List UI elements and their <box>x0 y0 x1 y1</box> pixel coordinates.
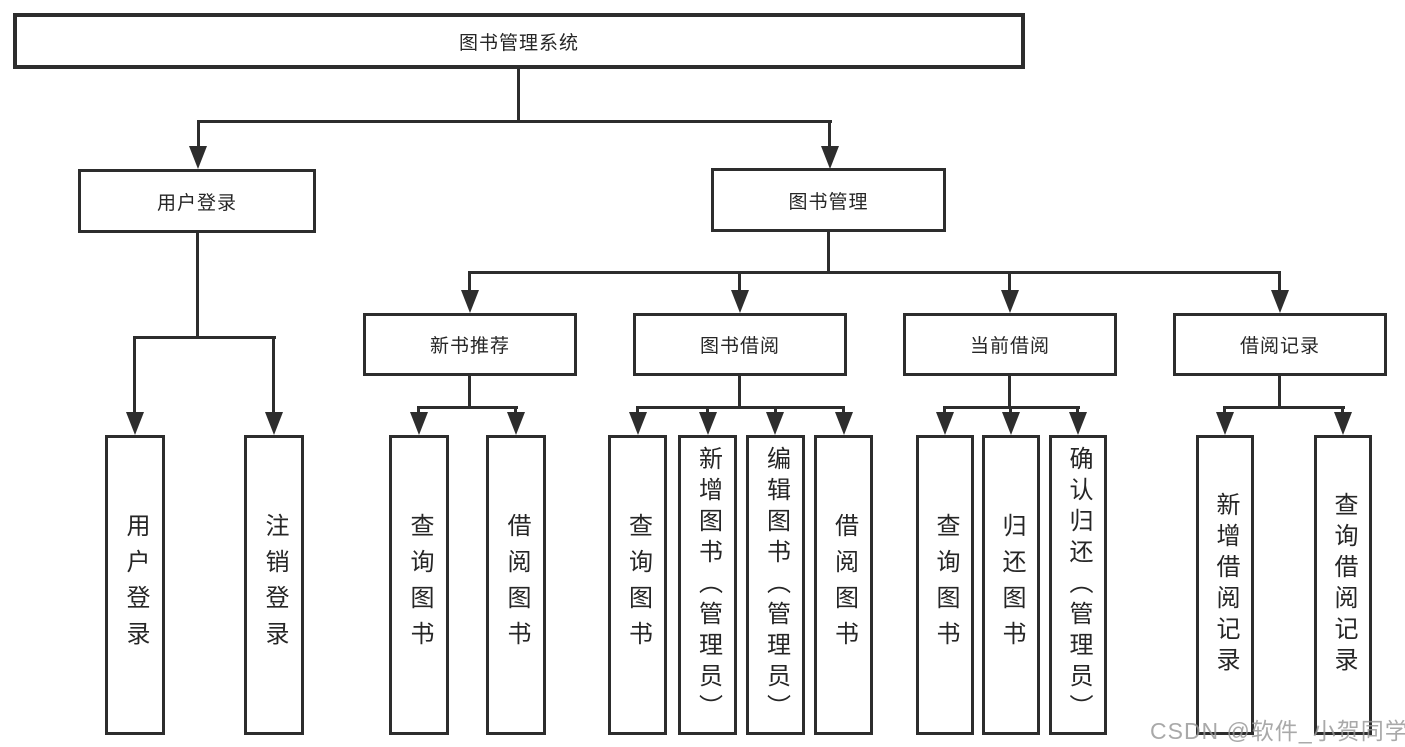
arrow-down-icon <box>766 412 784 435</box>
leaf-add-borrow-record: 新增借阅记录 <box>1196 435 1254 735</box>
arrow-down-icon <box>835 412 853 435</box>
connector-line <box>468 271 471 297</box>
leaf-query-books-borrowing: 查询图书 <box>608 435 667 735</box>
node-label: 图书借阅 <box>699 336 780 357</box>
leaf-add-books-admin: 新增图书（管理员） <box>678 435 737 735</box>
node-label: 新增借阅记录 <box>1212 492 1239 678</box>
node-label: 借阅记录 <box>1239 336 1320 357</box>
connector-line <box>133 336 276 339</box>
connector-line <box>272 336 275 416</box>
leaf-return-books: 归还图书 <box>982 435 1040 735</box>
connector-line <box>417 406 518 409</box>
node-label: 编辑图书（管理员） <box>762 445 790 725</box>
node-label: 查询图书 <box>406 513 433 657</box>
connector-line <box>827 232 830 271</box>
arrow-down-icon <box>936 412 954 435</box>
connector-line <box>197 120 832 123</box>
connector-line <box>468 271 1280 274</box>
node-label: 新增图书（管理员） <box>694 445 722 725</box>
csdn-watermark: CSDN @软件_小贺同学 <box>1150 718 1405 744</box>
arrow-down-icon <box>410 412 428 435</box>
connector-line <box>468 376 471 406</box>
node-label: 新书推荐 <box>429 336 510 357</box>
node-label: 图书管理系统 <box>458 32 579 54</box>
node-user-login: 用户登录 <box>78 169 316 233</box>
node-borrowing-records: 借阅记录 <box>1173 313 1387 376</box>
arrow-down-icon <box>699 412 717 435</box>
leaf-borrow-books: 借阅图书 <box>814 435 873 735</box>
node-label: 查询图书 <box>932 513 959 657</box>
node-new-book-recommendation: 新书推荐 <box>363 313 577 376</box>
arrow-down-icon <box>1002 412 1020 435</box>
connector-line <box>133 336 136 416</box>
arrow-down-icon <box>1334 412 1352 435</box>
node-current-borrowing: 当前借阅 <box>903 313 1117 376</box>
leaf-logout: 注销登录 <box>244 435 304 735</box>
connector-line <box>1278 376 1281 406</box>
node-label: 归还图书 <box>998 513 1025 657</box>
arrow-down-icon <box>731 290 749 313</box>
connector-line <box>1008 376 1011 406</box>
leaf-confirm-return-admin: 确认归还（管理员） <box>1049 435 1107 735</box>
node-label: 借阅图书 <box>830 513 858 657</box>
connector-line <box>738 376 741 406</box>
connector-line <box>828 120 831 150</box>
arrow-down-icon <box>1069 412 1087 435</box>
leaf-query-books-current: 查询图书 <box>916 435 974 735</box>
node-label: 注销登录 <box>261 513 288 657</box>
connector-line <box>1008 271 1011 297</box>
node-label: 用户登录 <box>156 192 237 214</box>
arrow-down-icon <box>1271 290 1289 313</box>
node-label: 借阅图书 <box>503 513 530 657</box>
arrow-down-icon <box>629 412 647 435</box>
connector-line <box>738 271 741 297</box>
arrow-down-icon <box>126 412 144 435</box>
node-label: 查询借阅记录 <box>1330 492 1357 678</box>
arrow-down-icon <box>507 412 525 435</box>
leaf-edit-books-admin: 编辑图书（管理员） <box>746 435 805 735</box>
arrow-down-icon <box>461 290 479 313</box>
arrow-down-icon <box>265 412 283 435</box>
node-label: 用户登录 <box>122 513 149 657</box>
leaf-query-books-recommend: 查询图书 <box>389 435 449 735</box>
connector-line <box>197 120 200 150</box>
leaf-borrow-books-recommend: 借阅图书 <box>486 435 546 735</box>
node-book-management: 图书管理 <box>711 168 946 232</box>
leaf-user-login: 用户登录 <box>105 435 165 735</box>
arrow-down-icon <box>189 146 207 169</box>
node-book-borrowing: 图书借阅 <box>633 313 847 376</box>
node-label: 图书管理 <box>788 191 869 213</box>
connector-line <box>636 406 845 409</box>
arrow-down-icon <box>1216 412 1234 435</box>
node-label: 确认归还（管理员） <box>1065 445 1092 725</box>
arrow-down-icon <box>1001 290 1019 313</box>
connector-line <box>1278 271 1281 297</box>
leaf-query-borrow-records: 查询借阅记录 <box>1314 435 1372 735</box>
connector-line <box>196 233 199 336</box>
connector-line <box>517 68 520 120</box>
node-library-management-system: 图书管理系统 <box>13 13 1025 69</box>
node-label: 当前借阅 <box>969 336 1050 357</box>
node-label: 查询图书 <box>624 513 652 657</box>
connector-line <box>1223 406 1345 409</box>
arrow-down-icon <box>821 146 839 169</box>
